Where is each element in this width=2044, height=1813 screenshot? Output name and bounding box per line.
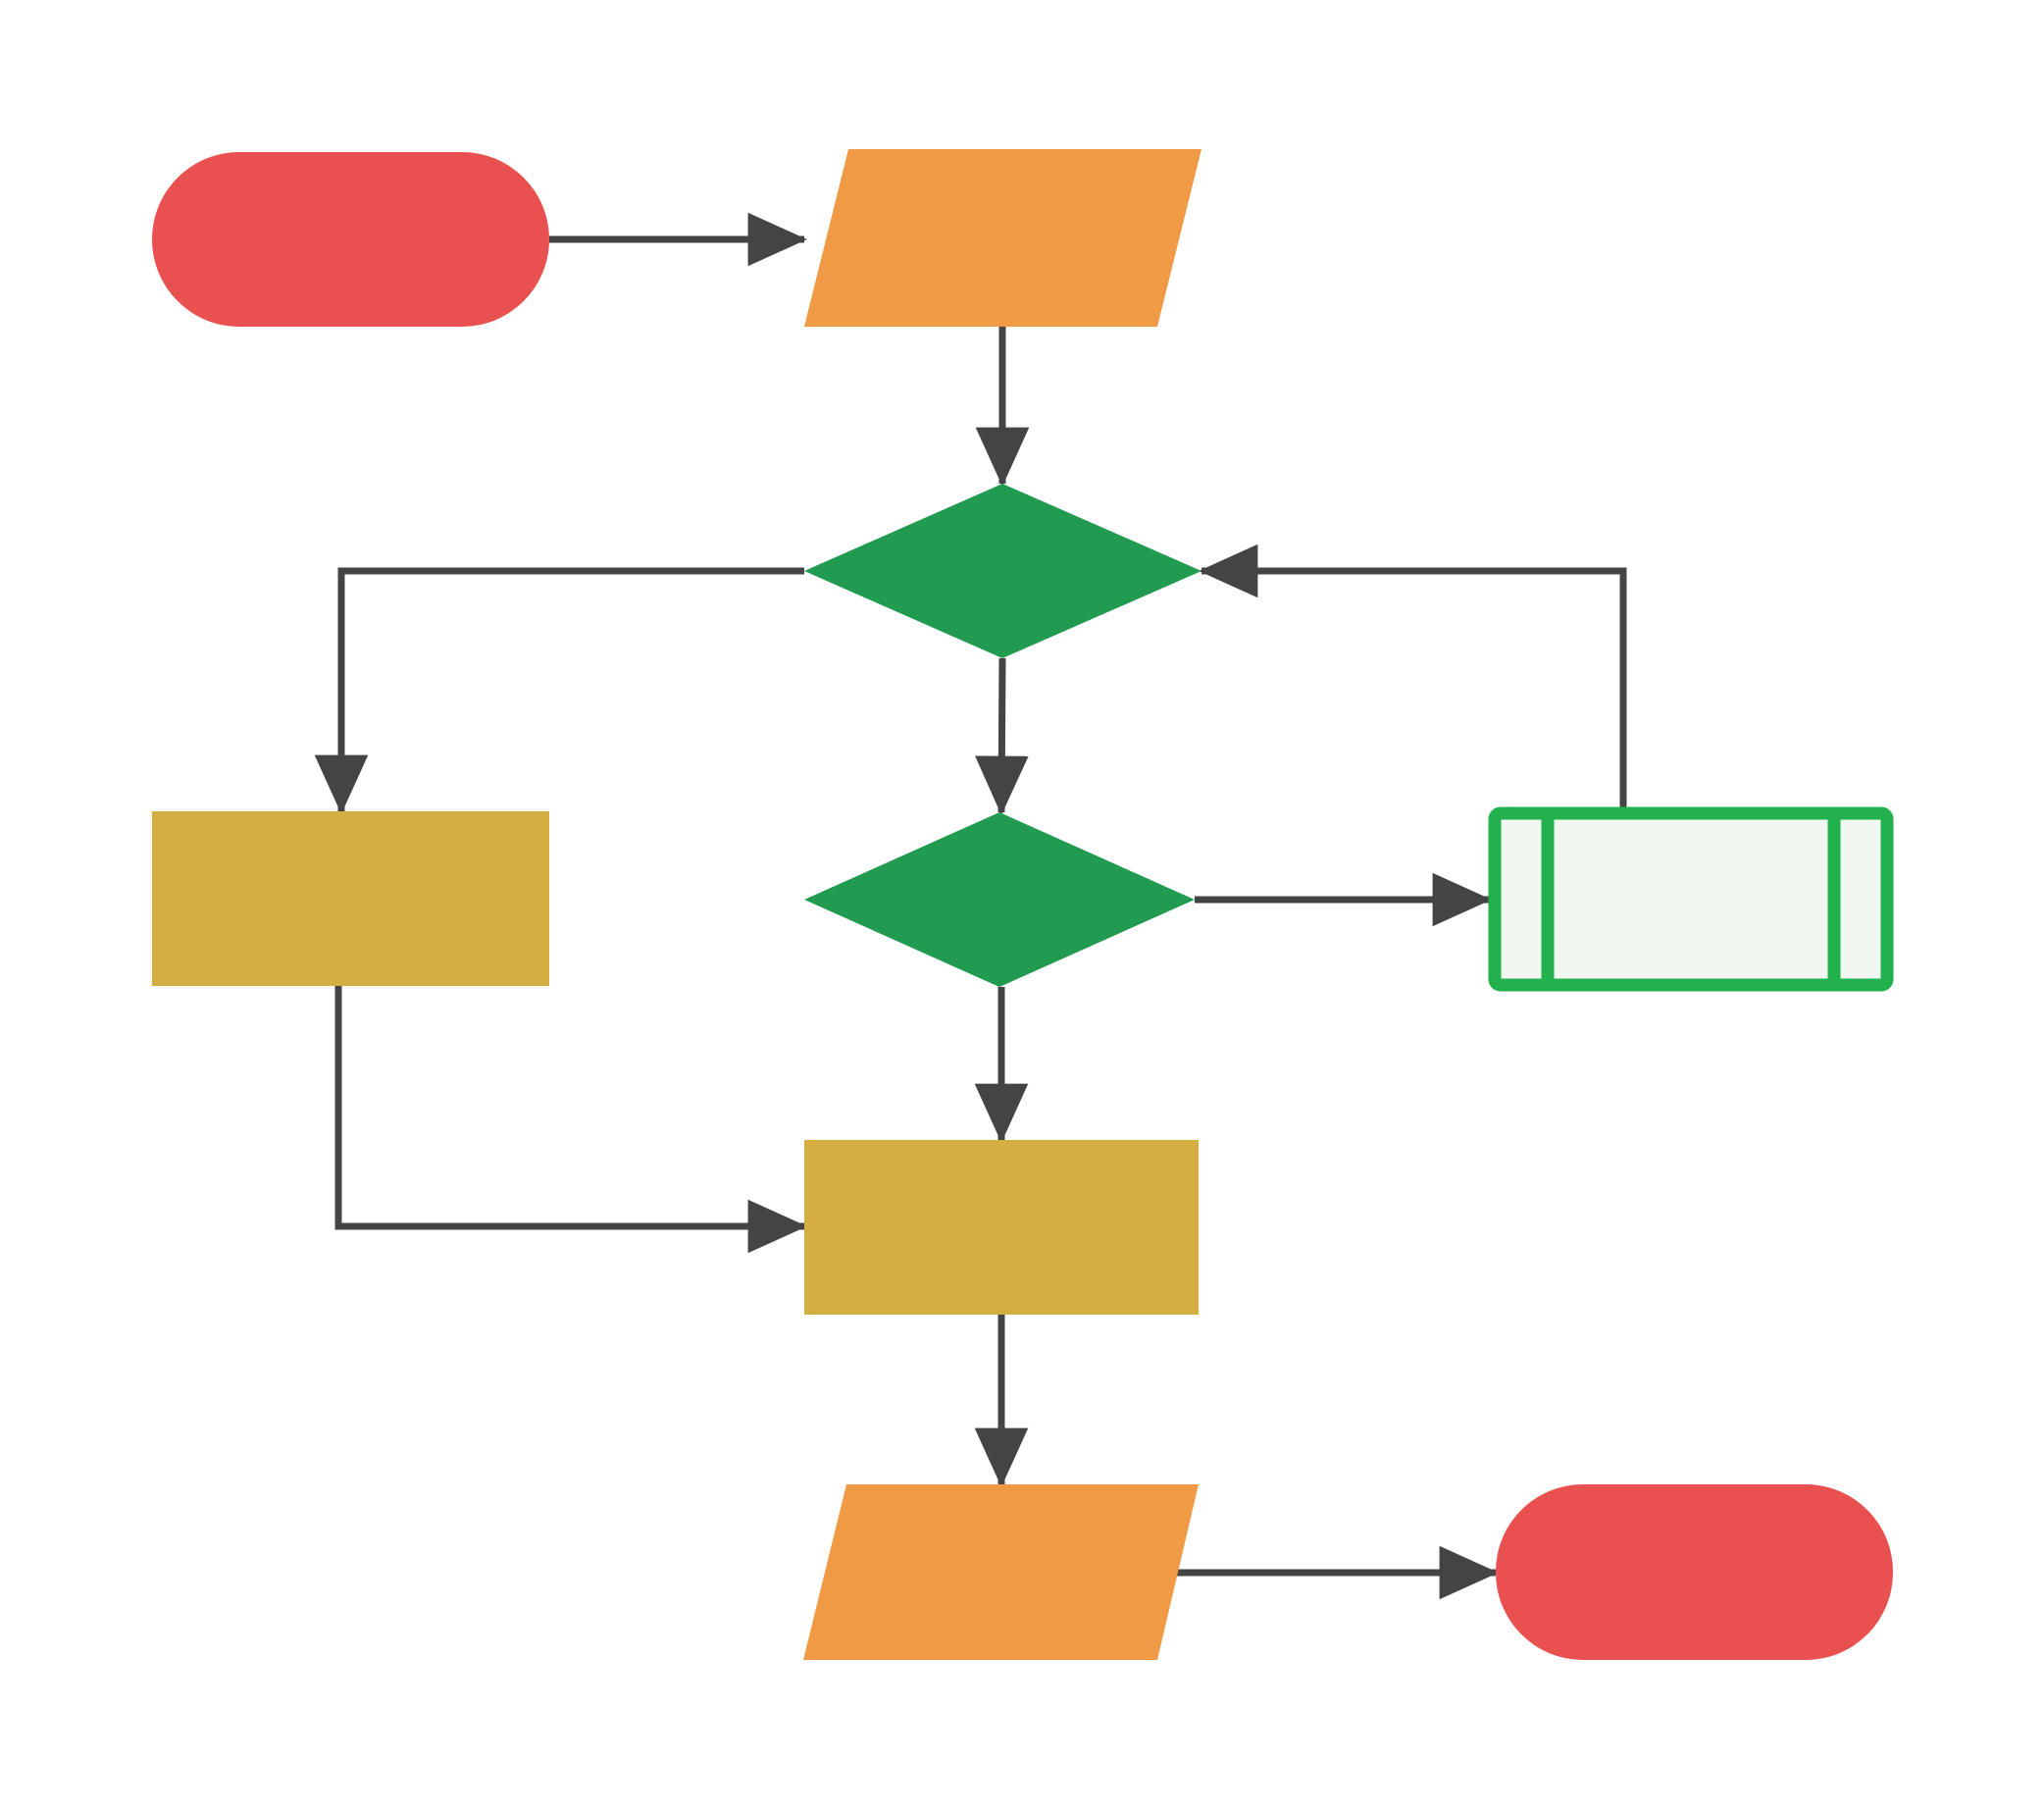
node-end[interactable] bbox=[1496, 1484, 1893, 1660]
node-start[interactable] bbox=[152, 152, 549, 327]
edge-decision1-process-left bbox=[314, 567, 804, 814]
start-terminator-shape[interactable] bbox=[152, 152, 549, 327]
process-main-shape[interactable] bbox=[804, 1140, 1199, 1315]
node-decision-1[interactable] bbox=[804, 484, 1201, 658]
node-output[interactable] bbox=[803, 1484, 1199, 1660]
edge-subroutine-decision1-loopback bbox=[1199, 544, 1627, 807]
node-decision-2[interactable] bbox=[804, 812, 1195, 987]
node-layer bbox=[152, 149, 1894, 1660]
edge-layer bbox=[314, 212, 1627, 1600]
node-input[interactable] bbox=[804, 149, 1201, 327]
node-process-left[interactable] bbox=[152, 811, 549, 986]
output-io-shape[interactable] bbox=[803, 1484, 1199, 1660]
decision-1-shape[interactable] bbox=[804, 484, 1201, 658]
process-left-shape[interactable] bbox=[152, 811, 549, 986]
subroutine-outer-shape[interactable] bbox=[1488, 806, 1894, 992]
decision-2-shape[interactable] bbox=[804, 812, 1195, 987]
end-terminator-shape[interactable] bbox=[1496, 1484, 1893, 1660]
input-io-shape[interactable] bbox=[804, 149, 1201, 327]
edge-process-left-process-main bbox=[334, 986, 807, 1254]
node-process-main[interactable] bbox=[804, 1140, 1199, 1315]
node-subroutine[interactable] bbox=[1488, 806, 1894, 992]
edge-decision1-decision2 bbox=[975, 657, 1029, 815]
